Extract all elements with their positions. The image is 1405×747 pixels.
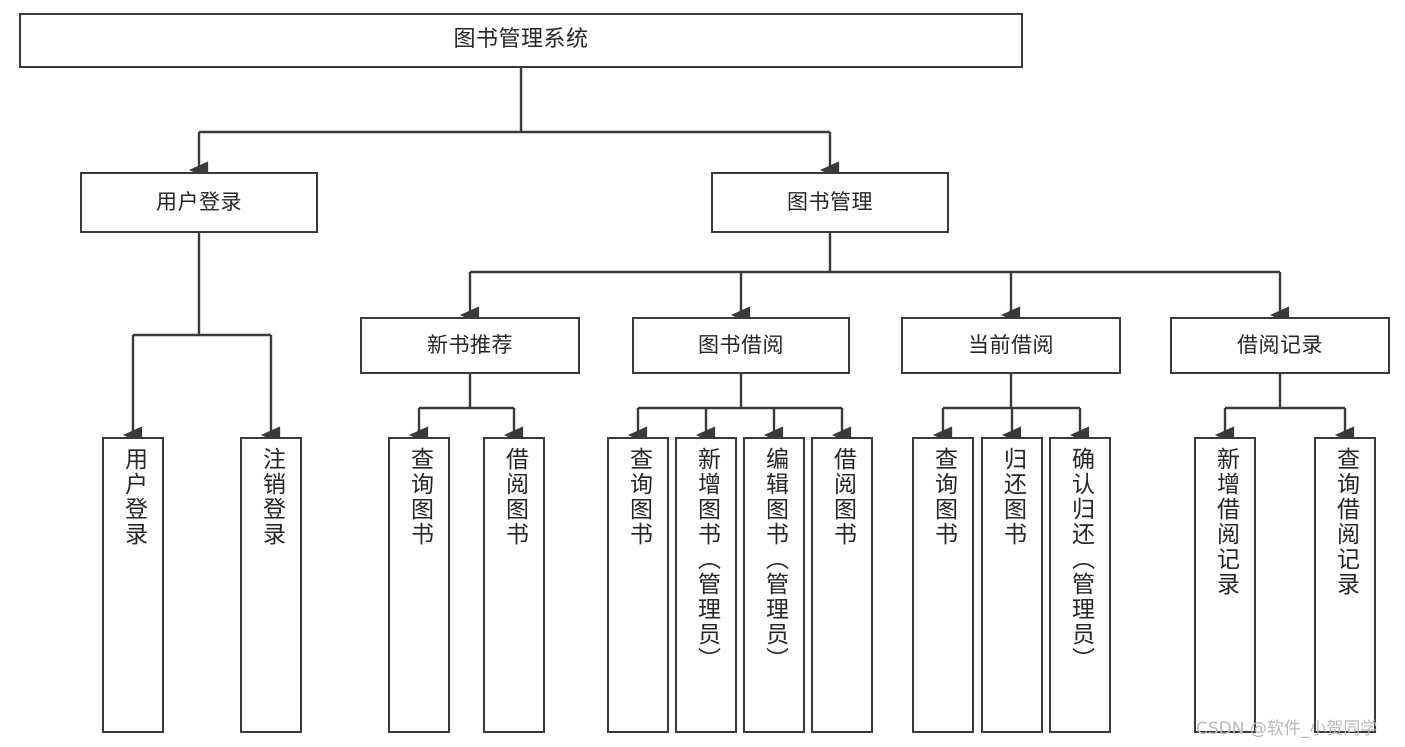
node-label: 新书推荐 [427, 332, 513, 357]
node-label: 图书管理系统 [453, 27, 589, 53]
node-leaf-query-book[interactable]: 查询图书 [607, 437, 669, 733]
node-label: 图书管理 [787, 189, 873, 214]
node-label: 归还图书 [999, 447, 1026, 547]
node-borrow-record[interactable]: 借阅记录 [1170, 317, 1390, 374]
node-label: 借阅记录 [1237, 332, 1323, 357]
node-label: 用户登录 [120, 447, 147, 547]
node-leaf-confirm-return[interactable]: 确认归还（管理员） [1049, 437, 1111, 733]
node-current-borrow[interactable]: 当前借阅 [901, 317, 1121, 374]
node-leaf-borrow-book-rec[interactable]: 借阅图书 [483, 437, 545, 733]
node-label: 查询图书 [625, 447, 652, 547]
node-label: 编辑图书（管理员） [761, 447, 788, 672]
node-label: 查询图书 [406, 447, 433, 547]
node-label: 当前借阅 [968, 332, 1054, 357]
node-label: 查询图书 [930, 447, 957, 547]
node-label: 新增图书（管理员） [693, 447, 720, 672]
csdn-watermark: CSDN @软件_小贺同学 [1196, 719, 1378, 739]
node-label: 用户登录 [156, 189, 242, 214]
node-leaf-return-book[interactable]: 归还图书 [981, 437, 1043, 733]
node-new-book-rec[interactable]: 新书推荐 [360, 317, 580, 374]
node-leaf-edit-book[interactable]: 编辑图书（管理员） [743, 437, 805, 733]
node-book-borrow[interactable]: 图书借阅 [632, 317, 850, 374]
node-label: 图书借阅 [698, 332, 784, 357]
node-leaf-query-record[interactable]: 查询借阅记录 [1314, 437, 1376, 733]
node-leaf-query-book-cur[interactable]: 查询图书 [912, 437, 974, 733]
node-label: 新增借阅记录 [1212, 447, 1239, 597]
node-leaf-user-logout[interactable]: 注销登录 [240, 437, 302, 733]
node-leaf-user-login[interactable]: 用户登录 [102, 437, 164, 733]
node-root[interactable]: 图书管理系统 [19, 13, 1023, 68]
node-leaf-add-book[interactable]: 新增图书（管理员） [675, 437, 737, 733]
node-leaf-add-record[interactable]: 新增借阅记录 [1194, 437, 1256, 733]
node-label: 确认归还（管理员） [1067, 447, 1094, 672]
node-user-login[interactable]: 用户登录 [80, 172, 318, 233]
node-leaf-borrow-book[interactable]: 借阅图书 [811, 437, 873, 733]
node-label: 注销登录 [258, 447, 285, 547]
node-label: 查询借阅记录 [1332, 447, 1359, 597]
node-book-manage[interactable]: 图书管理 [711, 172, 949, 233]
node-label: 借阅图书 [829, 447, 856, 547]
node-leaf-query-book-rec[interactable]: 查询图书 [388, 437, 450, 733]
node-label: 借阅图书 [501, 447, 528, 547]
